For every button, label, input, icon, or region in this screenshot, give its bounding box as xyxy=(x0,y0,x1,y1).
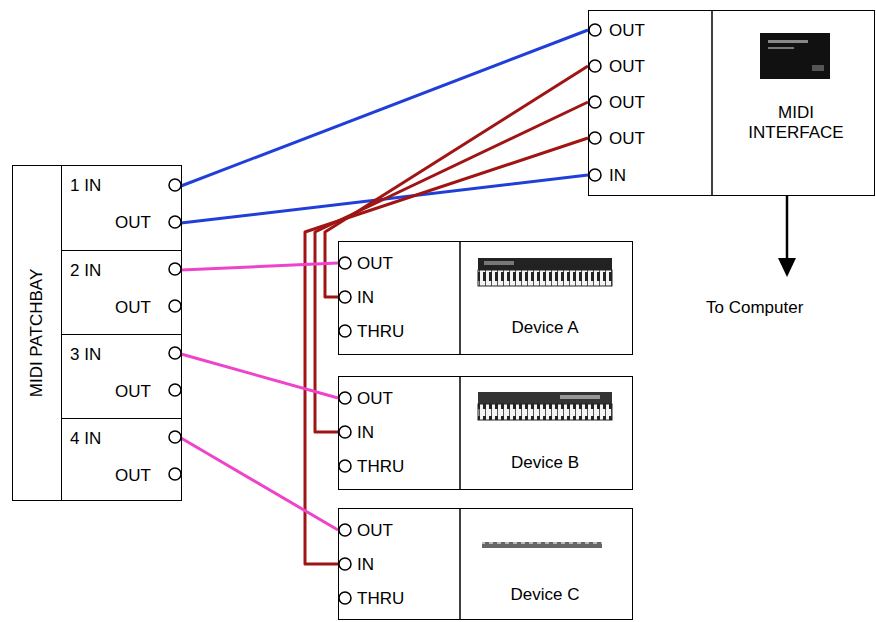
port-label: IN xyxy=(357,288,374,308)
port-label: THRU xyxy=(357,322,404,342)
port-label: OUT xyxy=(115,466,151,486)
port-jack xyxy=(589,132,601,144)
port-jack xyxy=(339,325,351,337)
port-label: THRU xyxy=(357,457,404,477)
port-jack xyxy=(169,347,181,359)
port-label: 1 IN xyxy=(70,176,101,196)
port-jack xyxy=(589,60,601,72)
port-jack xyxy=(339,257,351,269)
port-label: OUT xyxy=(609,93,645,113)
port-jack xyxy=(169,179,181,191)
midi-cable xyxy=(181,263,338,270)
port-jack xyxy=(339,460,351,472)
patch-section: 1 IN OUT xyxy=(61,166,181,250)
port-jack xyxy=(589,96,601,108)
device-name: Device B xyxy=(461,453,629,473)
device-box: OUT IN THRU Device C xyxy=(338,508,633,620)
panel-divider xyxy=(459,508,461,620)
midi-cable xyxy=(305,138,588,564)
port-jack xyxy=(339,592,351,604)
port-jack xyxy=(339,291,351,303)
panel-divider xyxy=(459,376,461,490)
patch-section: 3 IN OUT xyxy=(61,334,181,418)
port-jack xyxy=(339,524,351,536)
port-label: OUT xyxy=(115,298,151,318)
panel-divider xyxy=(711,10,713,195)
device-box: OUT IN THRU Device B xyxy=(338,376,633,490)
destination-label: To Computer xyxy=(706,298,803,318)
midi-cable xyxy=(181,30,588,186)
port-jack xyxy=(169,431,181,443)
keyboard-icon xyxy=(478,392,612,420)
panel-divider xyxy=(459,241,461,355)
port-label: IN xyxy=(609,166,626,186)
patch-section: 4 IN OUT xyxy=(61,418,181,500)
interface-icon xyxy=(760,33,830,79)
port-label: OUT xyxy=(609,129,645,149)
port-jack xyxy=(169,263,181,275)
port-group xyxy=(169,24,601,604)
port-jack xyxy=(339,558,351,570)
midi-cable xyxy=(181,438,338,530)
port-label: OUT xyxy=(357,254,393,274)
device-name: Device A xyxy=(461,318,629,338)
port-label: 2 IN xyxy=(70,261,101,281)
port-label: THRU xyxy=(357,589,404,609)
patch-section: 2 IN OUT xyxy=(61,250,181,334)
port-label: OUT xyxy=(609,57,645,77)
keyboard-icon xyxy=(478,258,612,286)
port-jack xyxy=(169,468,181,480)
port-label: OUT xyxy=(609,21,645,41)
port-label: OUT xyxy=(357,389,393,409)
port-label: OUT xyxy=(115,213,151,233)
port-jack xyxy=(339,392,351,404)
port-jack xyxy=(339,426,351,438)
rotated-title: MIDI PATCHBAY xyxy=(27,269,47,397)
midi-cable xyxy=(181,354,338,398)
port-label: 3 IN xyxy=(70,345,101,365)
rack-unit-icon xyxy=(482,542,602,548)
port-label: 4 IN xyxy=(70,429,101,449)
patchbay-box: MIDI PATCHBAY 1 IN OUT 2 IN OUT 3 IN OUT 4 IN OU… xyxy=(12,165,182,501)
port-label: OUT xyxy=(115,382,151,402)
device-box: OUT IN THRU Device A xyxy=(338,241,633,355)
interface-box: OUT OUT OUT OUT IN MIDI INTERFACE xyxy=(588,10,875,196)
port-label: OUT xyxy=(357,521,393,541)
port-jack xyxy=(589,24,601,36)
port-jack xyxy=(169,384,181,396)
device-name: Device C xyxy=(461,585,629,605)
port-label: IN xyxy=(357,423,374,443)
port-jack xyxy=(589,169,601,181)
port-jack xyxy=(169,300,181,312)
port-label: IN xyxy=(357,555,374,575)
down-arrow xyxy=(778,196,796,277)
device-name: MIDI INTERFACE xyxy=(741,103,851,143)
port-jack xyxy=(169,216,181,228)
